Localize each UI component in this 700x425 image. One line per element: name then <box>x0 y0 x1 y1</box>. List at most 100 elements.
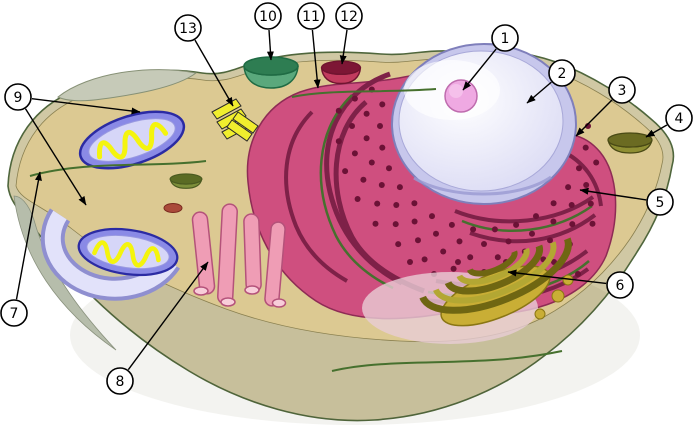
label-vacuole: 10 <box>254 2 282 61</box>
lavender-vesicle-inner <box>44 210 177 297</box>
ribosome-dot <box>455 259 461 265</box>
ribosome-dot <box>411 218 418 225</box>
label-number-6: 6 <box>616 278 625 294</box>
label-circle-3 <box>608 76 636 104</box>
nucleus <box>391 43 577 205</box>
ribosome-dot <box>342 168 349 175</box>
ribosome-dot <box>429 213 435 220</box>
vacuole <box>243 56 299 89</box>
ribosome-dot <box>505 238 512 245</box>
label-number-4: 4 <box>675 111 684 127</box>
label-circle-8 <box>106 367 134 395</box>
callout-arrow-centriole <box>194 39 234 107</box>
nucleolus <box>444 79 478 113</box>
label-circle-6 <box>606 271 634 299</box>
ribosome-dot <box>467 254 474 261</box>
ribosome-dot <box>440 248 447 255</box>
mitochondrion-bottom <box>77 227 179 277</box>
golgi-apparatus <box>419 237 572 327</box>
label-centriole: 13 <box>174 14 234 107</box>
label-smooth-endoplasmic-reticulum: 8 <box>106 261 209 395</box>
ribosome-dot <box>379 144 386 151</box>
ribosome-dot <box>379 101 386 108</box>
callout-arrow-vesicle <box>645 124 668 138</box>
cytoskeleton-filaments <box>29 88 437 177</box>
ribosome-dot <box>550 200 557 207</box>
ribosome-dot <box>421 256 428 263</box>
ribosome-dot <box>395 241 402 248</box>
ribosome-dot <box>351 95 358 102</box>
label-cytoskeleton: 7 <box>0 171 42 327</box>
ribosome-dot <box>360 176 367 183</box>
ribosome-dot <box>448 221 455 228</box>
ribosome-dot <box>354 196 361 202</box>
label-rough-endoplasmic-reticulum: 5 <box>579 187 674 216</box>
ribosome-dot <box>433 230 439 237</box>
ribosome-dot <box>386 165 392 172</box>
label-golgi-apparatus: 6 <box>507 269 634 299</box>
callout-arrow-rough-endoplasmic-reticulum <box>579 187 647 201</box>
ribosome-dot <box>585 123 591 129</box>
callout-arrow-lysosome <box>339 29 348 65</box>
label-circle-4 <box>665 104 693 132</box>
ribosome-dot <box>393 202 400 208</box>
ribosome-dot <box>470 226 477 233</box>
label-circle-9 <box>4 83 32 111</box>
label-number-2: 2 <box>558 66 567 82</box>
callout-arrow-cytoplasm <box>311 29 321 89</box>
callout-arrow-nucleus <box>526 81 552 104</box>
callout-arrow-golgi-apparatus <box>507 269 607 285</box>
tiny-vesicle <box>163 203 183 213</box>
ribosome-dot <box>547 237 553 244</box>
label-circle-7 <box>0 299 28 327</box>
label-circle-10 <box>254 2 282 30</box>
label-vesicle: 4 <box>645 104 693 138</box>
centriole <box>211 98 259 142</box>
vesicle <box>607 132 653 154</box>
ribosome-dot <box>587 200 594 207</box>
golgi-vesicles <box>534 274 574 320</box>
label-ribosome: 3 <box>575 76 636 137</box>
ribosome-dot <box>411 200 418 207</box>
ribosome-dot <box>589 220 596 227</box>
membrane-fold <box>57 69 198 102</box>
label-lysosome: 12 <box>335 2 363 65</box>
membrane-rim <box>13 195 117 351</box>
ribosome-dot <box>407 259 413 265</box>
label-cytoplasm: 11 <box>297 2 325 89</box>
ribosome-dot <box>575 271 581 277</box>
label-number-1: 1 <box>501 31 510 47</box>
ribosome-dot <box>363 110 370 117</box>
ribosome-dot <box>372 220 379 227</box>
label-circle-1 <box>491 24 519 52</box>
callout-arrow-ribosome <box>575 99 613 137</box>
ribosome-dot <box>576 165 582 172</box>
callout-arrow-mitochondrion <box>24 108 87 206</box>
label-number-12: 12 <box>340 9 358 25</box>
label-circle-13 <box>174 14 202 42</box>
ribosome-dot <box>450 265 457 272</box>
label-circle-2 <box>548 59 576 87</box>
mitochondrion-top <box>78 110 186 170</box>
label-circle-11 <box>297 2 325 30</box>
ribosome-dot <box>392 221 399 228</box>
ribosome-dot <box>494 254 501 261</box>
ribosome-dot <box>349 123 355 129</box>
ribosome-dot <box>529 230 535 237</box>
ribosome-dot <box>363 135 370 142</box>
label-mitochondrion: 9 <box>4 83 141 206</box>
label-circle-12 <box>335 2 363 30</box>
label-number-10: 10 <box>259 9 277 25</box>
bowl-wavy-line <box>331 350 563 372</box>
label-nucleolus: 1 <box>462 24 519 91</box>
nuclear-envelope-fold <box>413 175 552 196</box>
label-number-11: 11 <box>302 9 320 25</box>
ribosome-dot <box>396 184 403 191</box>
ribosome-dot <box>374 200 381 207</box>
ribosome-dot <box>582 144 589 151</box>
label-number-3: 3 <box>618 83 627 99</box>
small-vesicle <box>169 173 203 189</box>
